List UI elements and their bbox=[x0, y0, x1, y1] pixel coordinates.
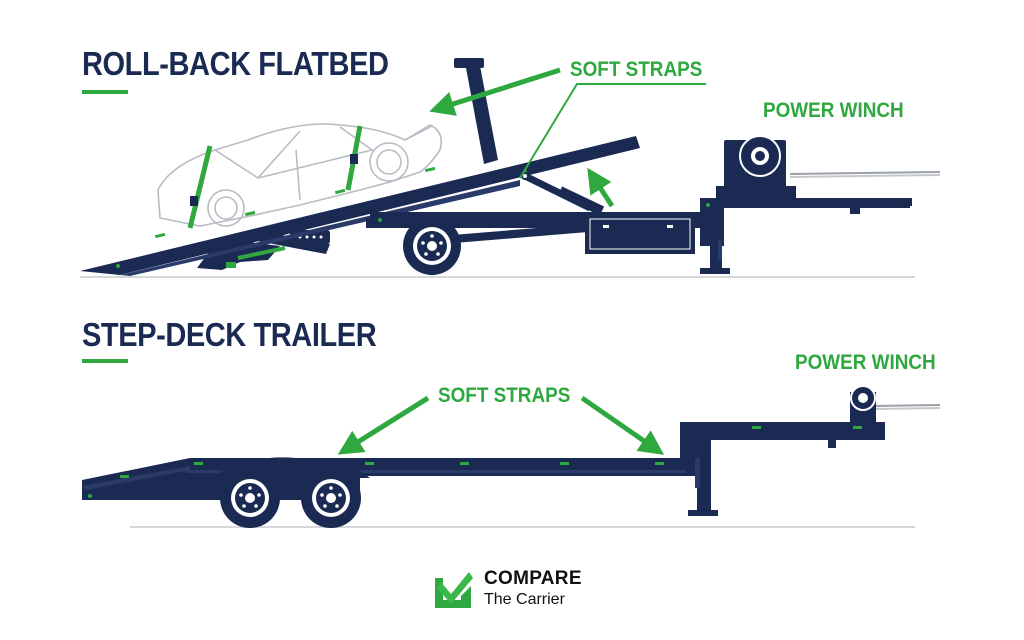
rollback-callout-arrows bbox=[429, 67, 706, 208]
rollback-tilted-bed bbox=[80, 136, 640, 276]
rollback-car-straps bbox=[187, 125, 363, 229]
brand-name: COMPARE bbox=[484, 568, 582, 589]
rollback-winch bbox=[716, 135, 796, 200]
stepdeck-front-supports bbox=[688, 440, 836, 516]
rollback-headboard-post bbox=[454, 58, 498, 164]
rollback-landing-jack bbox=[700, 228, 730, 274]
stepdeck-wheel-rear bbox=[220, 468, 280, 528]
rollback-soft-straps-callout: SOFT STRAPS bbox=[570, 58, 703, 81]
rollback-power-winch-callout: POWER WINCH bbox=[763, 99, 904, 122]
stepdeck-soft-straps-callout: SOFT STRAPS bbox=[438, 384, 571, 407]
stepdeck-winch-cable bbox=[874, 404, 941, 410]
stepdeck-callout-arrows bbox=[337, 395, 665, 455]
rollback-toolbox bbox=[585, 214, 695, 254]
brand-subtitle: The Carrier bbox=[484, 591, 565, 608]
brand-logo: COMPARE The Carrier bbox=[431, 566, 611, 614]
rollback-winch-cable bbox=[789, 171, 941, 178]
stepdeck-title: STEP-DECK TRAILER bbox=[82, 316, 377, 353]
green-check-box-icon bbox=[435, 572, 473, 608]
stepdeck-wheel-front bbox=[301, 468, 361, 528]
rollback-title: ROLL-BACK FLATBED bbox=[82, 45, 389, 82]
stepdeck-deck bbox=[82, 422, 885, 500]
rollback-hydraulic-ram bbox=[521, 172, 605, 216]
stepdeck-winch bbox=[850, 385, 876, 422]
stepdeck-title-underline bbox=[82, 359, 128, 363]
stepdeck-power-winch-callout: POWER WINCH bbox=[795, 351, 936, 374]
rollback-wheel bbox=[403, 217, 461, 275]
rollback-title-underline bbox=[82, 90, 128, 94]
